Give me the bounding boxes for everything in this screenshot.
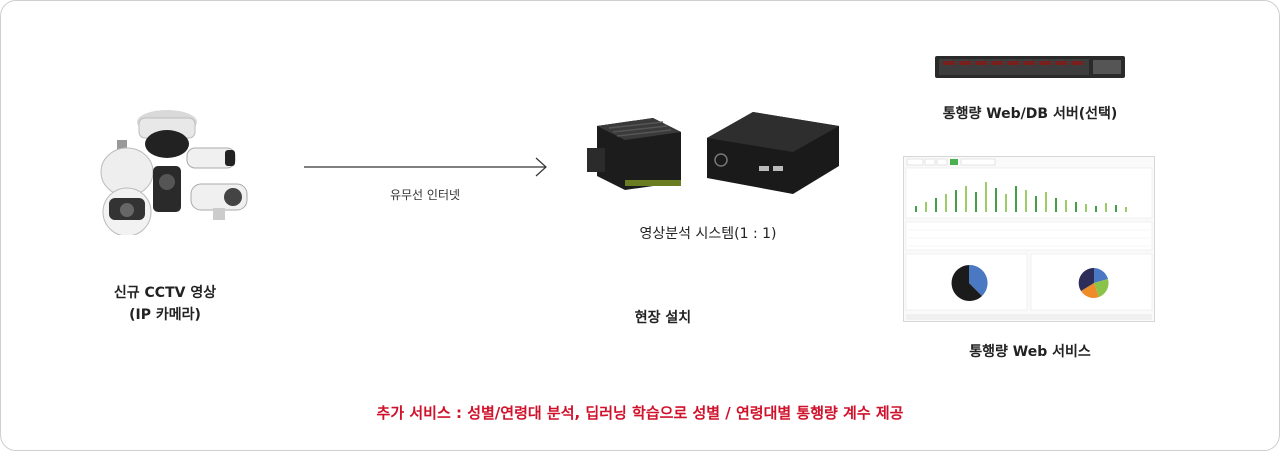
thumb-bar (975, 192, 977, 212)
thumb-bar (935, 198, 937, 212)
thumb-bar (1055, 198, 1057, 212)
thumb-bar (1015, 186, 1017, 212)
thumb-bar (1045, 192, 1047, 212)
thumb-bar (1035, 196, 1037, 212)
camera-caption-line1: 신규 CCTV 영상 (113, 285, 217, 301)
network-arrow (304, 157, 547, 177)
thumb-bar (1105, 203, 1107, 212)
web-service-screenshot (903, 156, 1155, 322)
thumb-bar (995, 188, 997, 212)
thumb-bar (925, 202, 927, 212)
server-caption: 통행량 Web/DB 서버(선택) (942, 106, 1118, 122)
thumb-bar (1065, 200, 1067, 212)
camera-caption-line2: (IP 카메라) (129, 307, 201, 323)
site-install-caption: 현장 설치 (634, 310, 692, 326)
thumb-bar (1085, 204, 1087, 212)
thumb-bar (985, 182, 987, 212)
thumb-bar (1115, 205, 1117, 212)
camera-caption: 신규 CCTV 영상 (IP 카메라) (60, 282, 270, 326)
thumb-bar (1005, 194, 1007, 212)
network-label: 유무선 인터넷 (389, 188, 461, 202)
thumb-bar (915, 206, 917, 212)
thumb-bar (1095, 206, 1097, 212)
thumb-bar (1075, 202, 1077, 212)
analysis-system-caption: 영상분석 시스템(1 : 1) (639, 226, 777, 242)
thumb-bar (1125, 207, 1127, 212)
thumb-bar (1025, 190, 1027, 212)
server-rack-image (935, 56, 1125, 78)
additional-service-note: 추가 서비스 : 성별/연령대 분석, 딥러닝 학습으로 성별 / 연령대별 통… (376, 404, 904, 422)
thumb-bar (945, 194, 947, 212)
cctv-cameras-image (100, 110, 248, 235)
thumb-bar (965, 186, 967, 212)
web-service-caption: 통행량 Web 서비스 (969, 344, 1091, 360)
thumb-bar (955, 190, 957, 212)
analysis-devices-image (587, 112, 839, 194)
